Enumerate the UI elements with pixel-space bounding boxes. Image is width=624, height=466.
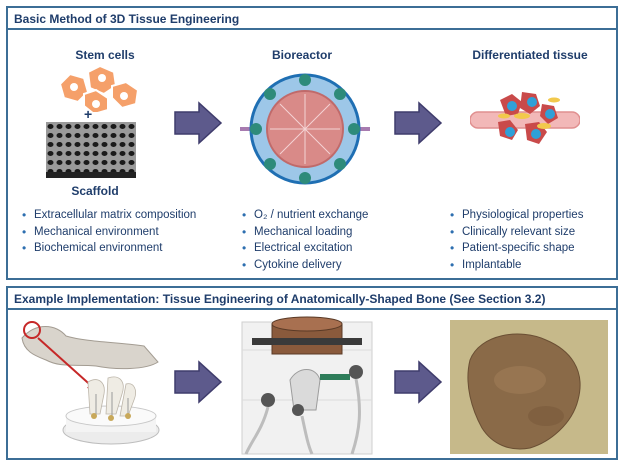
bullet-item: Patient-specific shape [448, 240, 618, 257]
arrow-right-icon [174, 101, 223, 145]
bullet-item: Implantable [448, 257, 618, 274]
bullet-item: Extracellular matrix composition [20, 207, 200, 224]
engineered-bone-image [450, 320, 608, 454]
bullet-item: Clinically relevant size [448, 224, 618, 241]
mandible-model-image [21, 321, 160, 445]
scaffold-label: Scaffold [71, 184, 119, 198]
top-panel-title: Basic Method of 3D Tissue Engineering [8, 8, 616, 30]
bullet-item: Electrical excitation [240, 240, 420, 257]
bullet-item: Cytokine delivery [240, 257, 420, 274]
scaffold-image [46, 122, 136, 178]
bioreactor-device-image [241, 316, 373, 455]
scaffold-bullets: Extracellular matrix composition Mechani… [20, 207, 200, 257]
bioreactor-diagram [240, 73, 370, 185]
arrow-right-icon [174, 360, 223, 404]
differentiated-tissue-image [470, 92, 580, 144]
differentiated-tissue-label: Differentiated tissue [472, 48, 588, 62]
bottom-panel-title: Example Implementation: Tissue Engineeri… [8, 288, 616, 310]
bioreactor-label: Bioreactor [271, 48, 333, 62]
bullet-item: Biochemical environment [20, 240, 200, 257]
bullet-item: O₂ / nutrient exchange [240, 207, 420, 224]
bullet-item: Mechanical loading [240, 224, 420, 241]
bullet-item: Physiological properties [448, 207, 618, 224]
arrow-right-icon [394, 360, 443, 404]
plus-sign: + [84, 106, 93, 122]
bullet-item: Mechanical environment [20, 224, 200, 241]
stem-cells-label: Stem cells [75, 48, 135, 62]
arrow-right-icon [394, 101, 443, 145]
bioreactor-bullets: O₂ / nutrient exchange Mechanical loadin… [240, 207, 420, 273]
stem-cells-image [58, 64, 140, 112]
tissue-bullets: Physiological properties Clinically rele… [448, 207, 618, 273]
